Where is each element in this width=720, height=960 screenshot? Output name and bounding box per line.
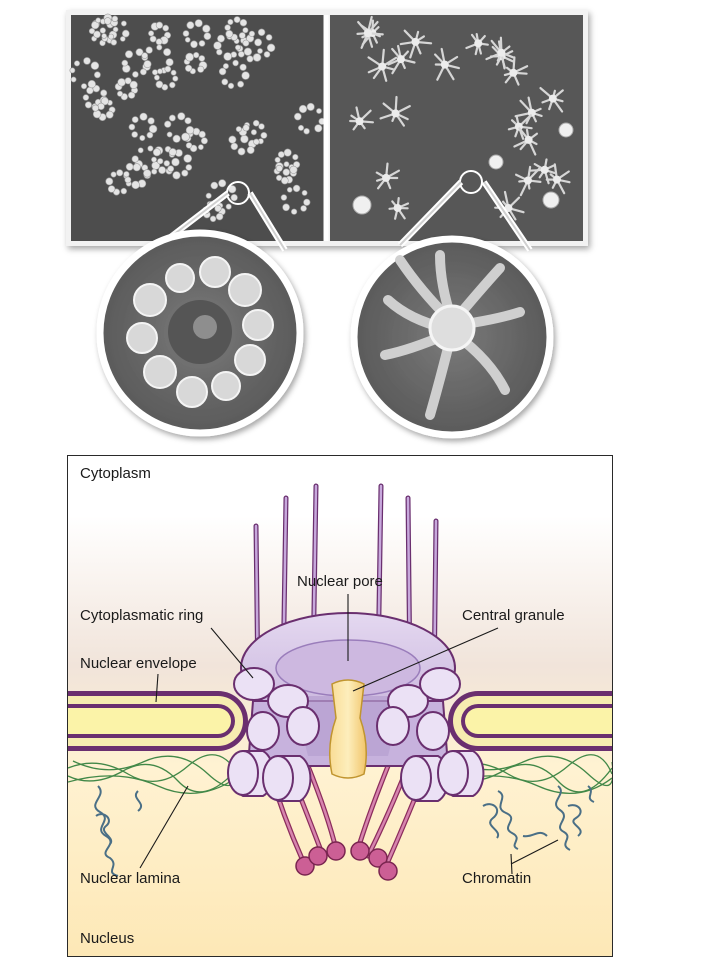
- nuclear-ring: [227, 706, 485, 802]
- pore-ring: [163, 149, 193, 180]
- pore-ring: [183, 51, 208, 75]
- pore-basket: [367, 48, 398, 82]
- pore-basket: [387, 44, 416, 75]
- pore-ring: [228, 124, 260, 156]
- pore-basket: [513, 127, 538, 156]
- pore-baskets-right: [349, 15, 574, 221]
- nuclear-pore-drawing: [68, 483, 612, 881]
- pore-basket: [375, 162, 400, 190]
- pore-basket: [349, 106, 374, 131]
- granule-sphere: [352, 195, 372, 215]
- pore-basket: [434, 47, 460, 81]
- pore-basket: [545, 163, 571, 195]
- nuclear-lamina-label: Nuclear lamina: [80, 870, 181, 887]
- cytoplasmatic-ring-label: Cytoplasmatic ring: [80, 607, 204, 624]
- pore-ring: [131, 145, 164, 178]
- pore-ring: [121, 48, 152, 78]
- chromatin-label: Chromatin: [462, 870, 532, 887]
- pore-ring: [114, 77, 139, 101]
- pore-ring: [218, 59, 250, 89]
- granule-sphere: [558, 122, 574, 138]
- nuclear-micrograph: [330, 15, 583, 241]
- pore-basket: [503, 56, 529, 86]
- zoom-circle-ring: [96, 229, 304, 437]
- pore-complex: [227, 612, 485, 802]
- pore-basket: [539, 86, 564, 113]
- magnification-overlay: [96, 179, 554, 439]
- central-granule: [329, 679, 367, 779]
- pore-ring: [280, 184, 311, 215]
- pore-ring: [99, 15, 130, 46]
- nuclear-pore-diagram: Cytoplasm Nuclear pore Cytoplasmatic rin…: [67, 455, 613, 957]
- pore-basket: [465, 33, 489, 56]
- granule-sphere: [488, 154, 504, 170]
- pore-ring: [154, 65, 179, 91]
- granule-sphere: [542, 191, 560, 209]
- pore-ring: [274, 148, 301, 176]
- pore-ring: [182, 19, 212, 49]
- nuclear-envelope-label: Nuclear envelope: [80, 655, 197, 672]
- pore-ring: [164, 112, 195, 143]
- nuclear-envelope-left: [68, 691, 248, 751]
- zoom-circle-basket: [350, 235, 554, 439]
- pore-ring: [294, 102, 326, 135]
- pore-ring: [105, 169, 132, 196]
- nucleus-label: Nucleus: [80, 930, 135, 947]
- pore-ring: [242, 28, 276, 62]
- central-granule-label: Central granule: [462, 607, 565, 624]
- chromatin-strands: [94, 785, 595, 877]
- pore-basket: [379, 95, 411, 127]
- leader-lines: [139, 594, 559, 875]
- pore-ring: [148, 21, 172, 46]
- pore-ring: [128, 112, 158, 142]
- pore-basket: [399, 29, 433, 59]
- pore-basket: [485, 36, 515, 70]
- cytoplasm-label: Cytoplasm: [80, 465, 151, 482]
- pore-basket: [528, 158, 556, 185]
- pore-ring: [224, 16, 249, 41]
- pore-ring: [82, 84, 109, 112]
- pore-basket: [507, 114, 533, 140]
- pore-basket: [356, 15, 384, 49]
- pore-ring: [69, 57, 101, 90]
- pore-basket: [388, 197, 410, 220]
- nuclear-envelope-right: [448, 691, 612, 751]
- basket-ring: [295, 841, 398, 881]
- nuclear-pore-label: Nuclear pore: [297, 573, 383, 590]
